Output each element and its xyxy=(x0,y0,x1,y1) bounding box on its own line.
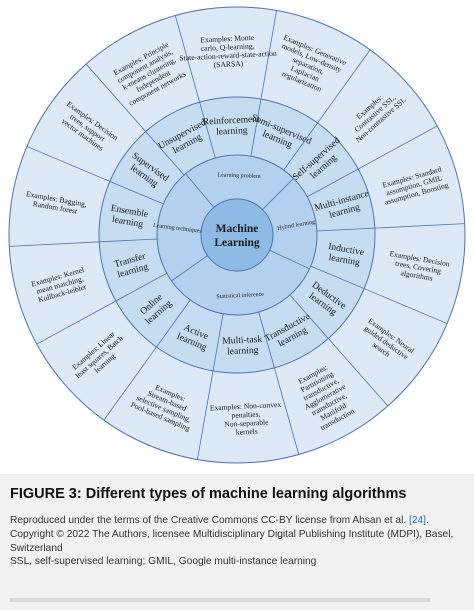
figure-caption: FIGURE 3: Different types of machine lea… xyxy=(0,474,474,610)
segment-divider xyxy=(197,313,224,460)
segment-divider xyxy=(269,249,310,270)
technique-label: Reinforcementlearning xyxy=(203,114,261,139)
segment-dividers xyxy=(9,10,465,460)
segment-divider xyxy=(36,272,167,345)
category-label: Learning problem xyxy=(217,172,261,180)
center-label-line-2: Learning xyxy=(214,237,260,249)
technique-label: Multi-tasklearning xyxy=(222,334,263,358)
wheel-svg: Semi-supervisedlearningSelf-supervisedle… xyxy=(8,6,466,464)
caption-scrollbar xyxy=(10,598,430,602)
segment-divider xyxy=(262,178,294,210)
segment-divider xyxy=(9,238,158,247)
segment-divider xyxy=(283,49,371,171)
caption-abbreviations: SSL, self-supervised learning; GMIL, Goo… xyxy=(10,556,317,567)
center-circle xyxy=(200,198,274,272)
center-label-line-1: Machine xyxy=(216,223,259,235)
segment-divider xyxy=(171,255,208,282)
segment-divider xyxy=(258,311,300,455)
segment-divider xyxy=(26,146,164,205)
segment-divider xyxy=(185,173,215,208)
segment-divider xyxy=(316,223,465,232)
category-label: Statistical inference xyxy=(216,291,264,300)
reference-link[interactable]: [24] xyxy=(409,515,427,526)
segment-divider xyxy=(103,299,191,421)
segment-divider xyxy=(174,15,216,159)
segment-divider xyxy=(85,63,185,176)
category-label: Learning techniques xyxy=(153,223,203,235)
example-label: Examples: Non-convexpenalties,Non-separa… xyxy=(210,400,283,438)
caption-text-before: Reproduced under the terms of the Creati… xyxy=(10,515,410,526)
segment-divider xyxy=(250,10,277,157)
technique-label: Ensemblelearning xyxy=(108,203,149,231)
segment-divider xyxy=(310,265,448,324)
caption-text: Reproduced under the terms of the Creati… xyxy=(10,514,462,556)
caption-title: FIGURE 3: Different types of machine lea… xyxy=(10,486,407,502)
technique-label: Inductivelearning xyxy=(325,241,364,269)
segment-divider xyxy=(289,294,389,407)
segment-divider xyxy=(307,125,438,198)
caption-text-after: . Copyright © 2022 The Authors, licensee… xyxy=(10,515,454,554)
